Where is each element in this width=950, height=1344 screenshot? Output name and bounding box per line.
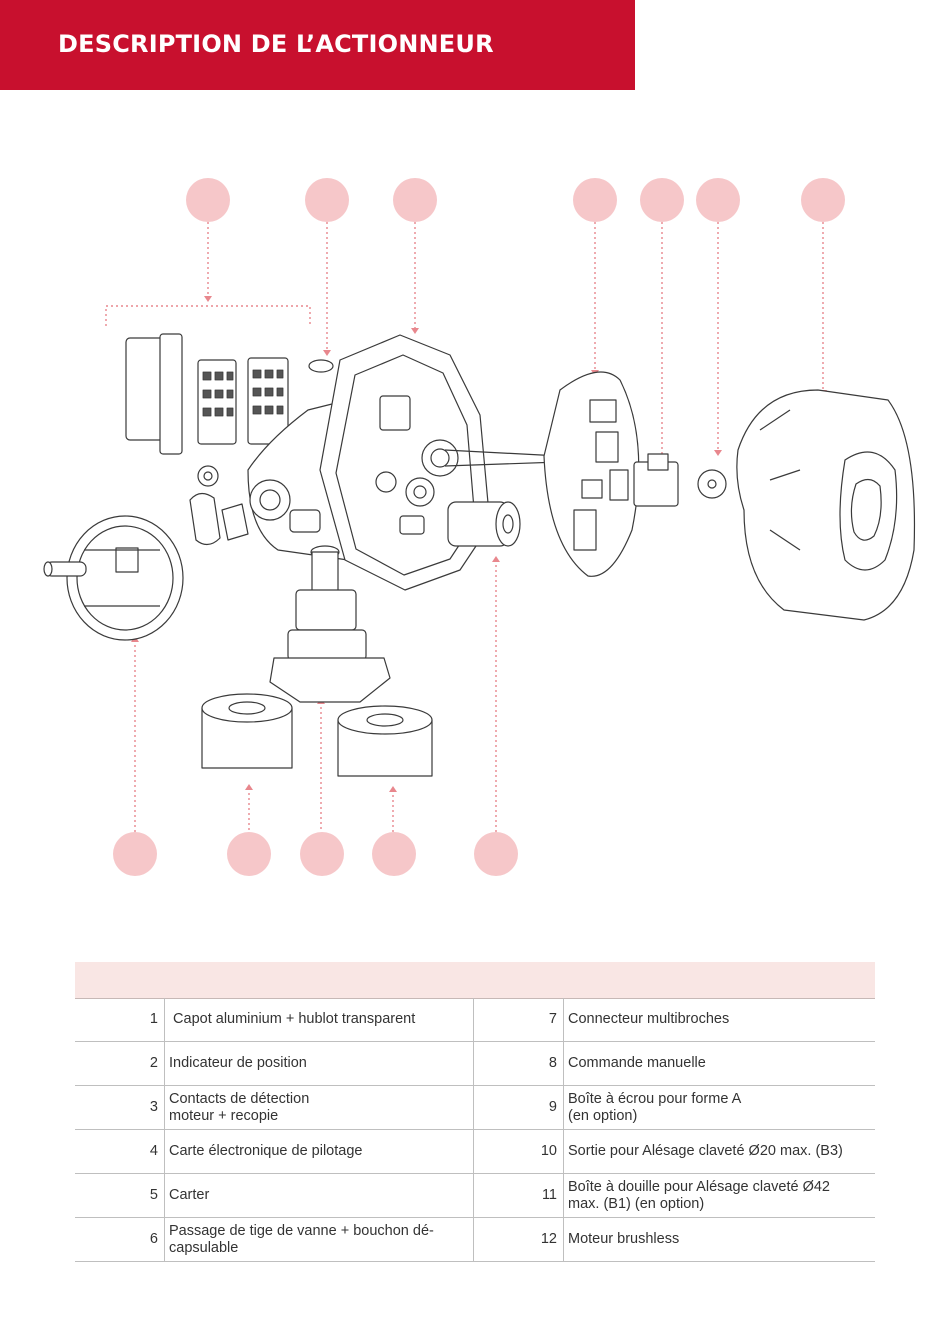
item-description: Moteur brushless — [563, 1217, 875, 1262]
item-description: Boîte à écrou pour forme A (en option) — [563, 1085, 875, 1130]
item-number: 7 — [473, 998, 564, 1042]
callout-bubble — [640, 178, 684, 222]
table-row: 4 Carte électronique de pilotage 10 Sort… — [75, 1129, 875, 1174]
connector-blocks — [125, 333, 289, 455]
item-description: Carte électronique de pilotage — [164, 1129, 474, 1174]
item-description: Carter — [164, 1173, 474, 1218]
callout-bubble — [573, 178, 617, 222]
callout-bubble — [300, 832, 344, 876]
legend-table-header — [75, 962, 875, 999]
callout-bubble — [801, 178, 845, 222]
gear-plate — [319, 334, 561, 591]
item-description: Sortie pour Alésage claveté Ø20 max. (B3… — [563, 1129, 875, 1174]
cover — [736, 389, 916, 621]
header-band: DESCRIPTION DE L’ACTIONNEUR — [0, 0, 635, 90]
item-description: Contacts de détection moteur + recopie — [164, 1085, 474, 1130]
exploded-view-diagram — [0, 150, 950, 910]
table-row: 2 Indicateur de position 8 Commande manu… — [75, 1041, 875, 1086]
output-drive — [269, 545, 391, 703]
item-description: Indicateur de position — [164, 1041, 474, 1086]
callout-bubble — [305, 178, 349, 222]
callout-bubble — [393, 178, 437, 222]
item-number: 4 — [75, 1129, 165, 1174]
table-row: 3 Contacts de détection moteur + recopie… — [75, 1085, 875, 1130]
item-description: Capot aluminium + hublot transparent — [164, 998, 474, 1042]
item-number: 3 — [75, 1085, 165, 1130]
callout-bubble — [474, 832, 518, 876]
page-title: DESCRIPTION DE L’ACTIONNEUR — [58, 30, 494, 58]
callout-bubble — [227, 832, 271, 876]
callout-bubble — [113, 832, 157, 876]
item-number: 10 — [473, 1129, 564, 1174]
nut-boxes — [201, 693, 433, 777]
item-number: 11 — [473, 1173, 564, 1218]
handwheel — [43, 515, 184, 641]
table-row: 1 Capot aluminium + hublot transparent 7… — [75, 998, 875, 1042]
item-number: 1 — [75, 998, 165, 1042]
item-description: Connecteur multibroches — [563, 998, 875, 1042]
leader-lines — [105, 222, 824, 832]
item-number: 6 — [75, 1217, 165, 1262]
item-number: 9 — [473, 1085, 564, 1130]
legend-table: 1 Capot aluminium + hublot transparent 7… — [75, 998, 875, 1262]
callout-bubble — [372, 832, 416, 876]
item-description: Passage de tige de vanne + bouchon dé- c… — [164, 1217, 474, 1262]
item-number: 12 — [473, 1217, 564, 1262]
actuator-exploded-drawing — [43, 222, 916, 832]
item-number: 5 — [75, 1173, 165, 1218]
table-row: 6 Passage de tige de vanne + bouchon dé-… — [75, 1217, 875, 1262]
callout-bubble — [696, 178, 740, 222]
item-number: 8 — [473, 1041, 564, 1086]
item-number: 2 — [75, 1041, 165, 1086]
item-description: Commande manuelle — [563, 1041, 875, 1086]
item-description: Boîte à douille pour Alésage claveté Ø42… — [563, 1173, 875, 1218]
table-row: 5 Carter 11 Boîte à douille pour Alésage… — [75, 1173, 875, 1218]
control-board — [543, 371, 640, 577]
motor — [447, 501, 521, 547]
callout-bubble — [186, 178, 230, 222]
